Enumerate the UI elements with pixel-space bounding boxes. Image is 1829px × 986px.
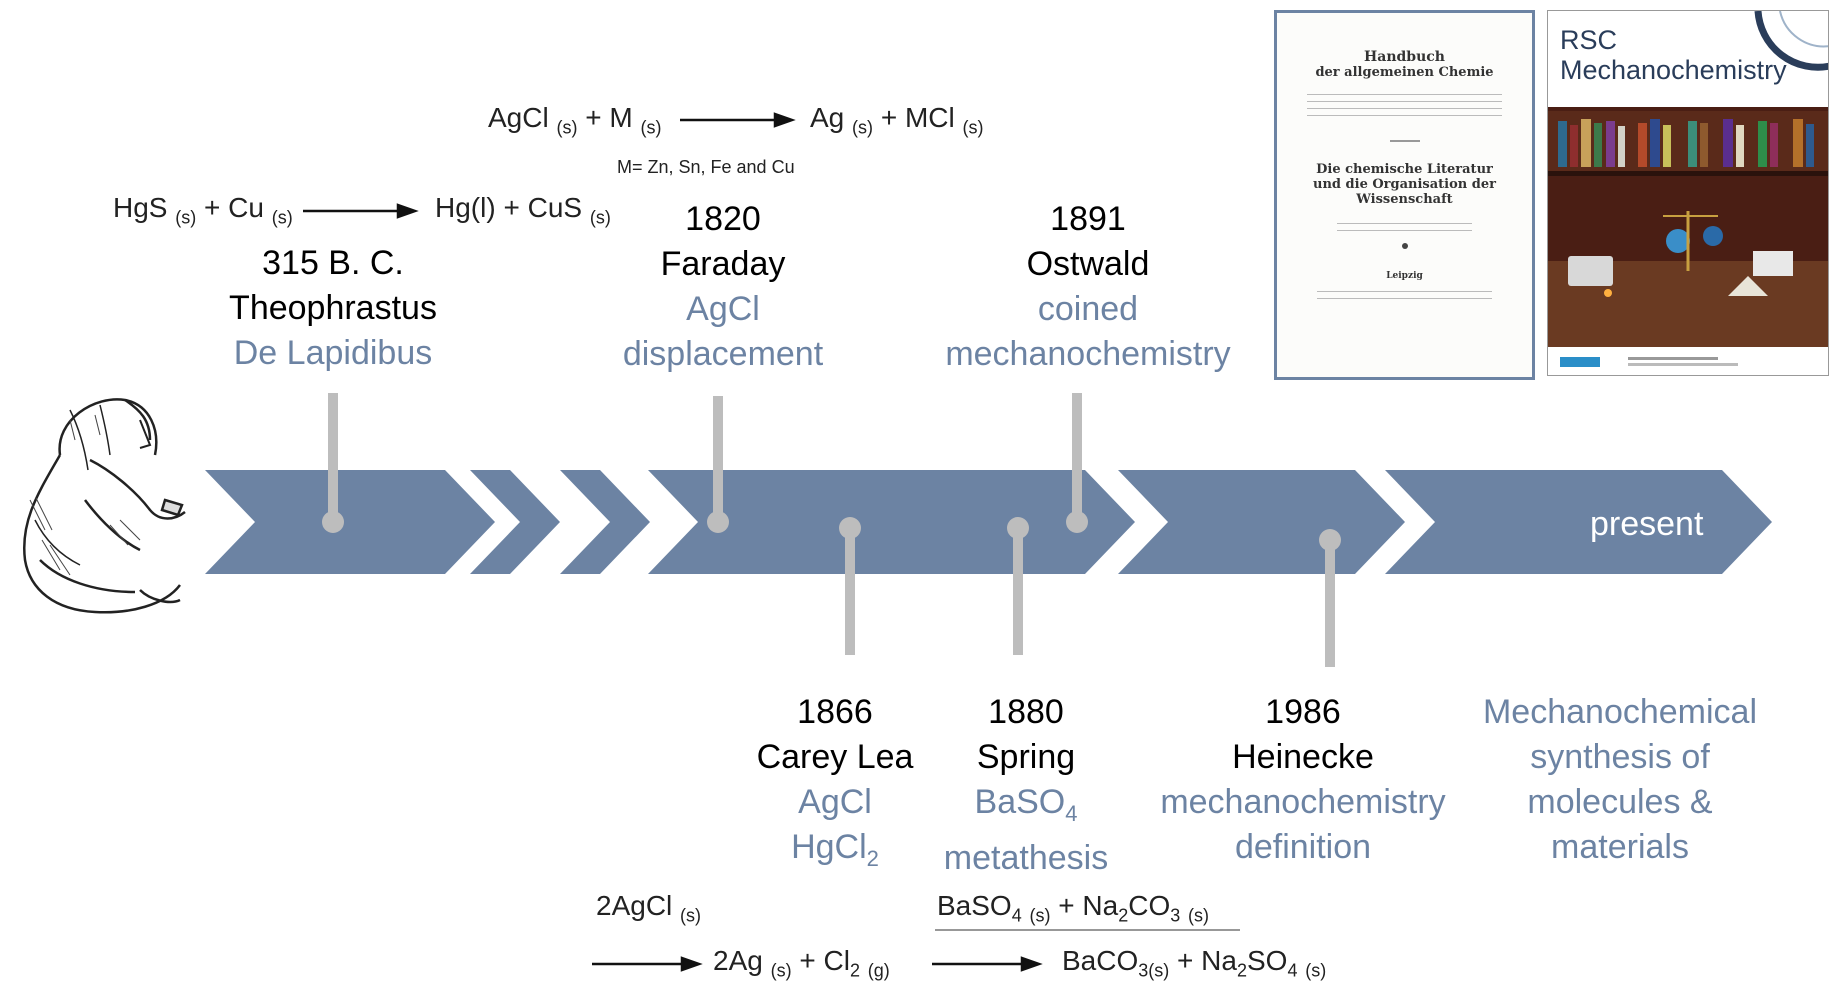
event-year: 315 B. C. [262, 244, 404, 282]
event-desc: metathesis [943, 838, 1109, 877]
equation-carey-reactant: 2AgCl (s) [596, 890, 702, 926]
book-place: Leipzig [1386, 271, 1423, 281]
book-fine-print [1307, 88, 1502, 122]
book-divider-mark [1389, 140, 1420, 142]
equation-agcl: AgCl (s) + M (s) [488, 102, 662, 138]
equation-spring-products: BaCO3(s) + Na2SO4 (s) [1062, 945, 1327, 981]
event-desc: displacement [622, 335, 824, 373]
event-year: 1880 [988, 693, 1064, 731]
event-desc: coined [1037, 290, 1139, 328]
dot-heinecke [1319, 529, 1341, 551]
event-spring: 1880 Spring BaSO4 metathesis [916, 690, 1136, 881]
event-year: 1820 [685, 200, 761, 238]
event-name: Ostwald [1026, 245, 1150, 283]
bookshelf-books [1558, 119, 1814, 167]
book-ornament [1401, 243, 1408, 249]
event-desc: definition [1234, 828, 1372, 866]
event-desc: synthesis of [1530, 738, 1710, 776]
journal-publisher: RSC [1560, 25, 1618, 55]
event-name: Carey Lea [756, 738, 914, 776]
book-cover-image: Handbuch der allgemeinen Chemie Die chem… [1274, 10, 1535, 380]
event-year: 1891 [1050, 200, 1126, 238]
journal-name: Mechanochemistry [1560, 55, 1787, 85]
event-name: Spring [976, 738, 1076, 776]
chevron-1 [205, 470, 495, 574]
event-desc-formula: HgCl2 [791, 828, 879, 871]
event-year: 1986 [1265, 693, 1341, 731]
book-subtitle: Die chemische Literatur [1316, 162, 1493, 177]
event-present: Mechanochemical synthesis of molecules &… [1460, 690, 1780, 870]
book-subtitle: und die Organisation der [1313, 177, 1496, 192]
equation-agcl-note: M= Zn, Sn, Fe and Cu [617, 157, 795, 177]
event-carey-lea: 1866 Carey Lea AgCl HgCl2 [715, 690, 955, 881]
event-name: Theophrastus [229, 289, 437, 327]
dot-faraday [707, 511, 729, 533]
equation-carey-products: 2Ag (s) + Cl2 (g) [713, 945, 890, 981]
figure-hatching [29, 414, 141, 576]
event-faraday: 1820 Faraday AgCl displacement [593, 197, 853, 377]
event-desc: AgCl [686, 290, 760, 328]
equation-hgs: HgS (s) + Cu (s) [113, 192, 293, 228]
journal-cover-image: RSC Mechanochemistry [1547, 10, 1829, 376]
event-heinecke: 1986 Heinecke mechanochemistry definitio… [1133, 690, 1473, 870]
book-title: der allgemeinen Chemie [1315, 65, 1494, 80]
dot-spring [1007, 517, 1029, 539]
chevron-2 [470, 470, 560, 574]
journal-title: RSC Mechanochemistry [1560, 25, 1787, 85]
book-fine-print [1317, 285, 1492, 301]
event-desc: Mechanochemical [1482, 693, 1758, 731]
event-desc-formula: BaSO4 [974, 783, 1078, 826]
chevron-5 [1118, 470, 1405, 574]
equation-arrows [303, 112, 1043, 972]
dot-carey-lea [839, 517, 861, 539]
event-desc: mechanochemistry [945, 335, 1231, 373]
event-desc: molecules & [1527, 783, 1713, 821]
event-desc: materials [1551, 828, 1689, 866]
chevron-6 [1385, 470, 1772, 574]
present-label: present [1590, 505, 1704, 543]
chevron-group [205, 470, 1772, 574]
book-subtitle: Wissenschaft [1356, 192, 1453, 207]
event-theophrastus: 315 B. C. Theophrastus De Lapidibus [213, 241, 453, 376]
dot-theophrastus [322, 511, 344, 533]
book-fine-print [1337, 217, 1472, 231]
stems [328, 393, 1335, 667]
journal-cover-art [1548, 11, 1828, 375]
event-name: Faraday [660, 245, 786, 283]
event-desc: De Lapidibus [233, 334, 433, 372]
dots [322, 511, 1341, 551]
event-desc: mechanochemistry [1160, 783, 1446, 821]
event-ostwald: 1891 Ostwald coined mechanochemistry [918, 197, 1258, 377]
crouching-figure [22, 398, 186, 614]
chevron-3 [560, 470, 650, 574]
equation-spring-reactants: BaSO4 (s) + Na2CO3 (s) [937, 890, 1210, 926]
book-title: Handbuch [1364, 49, 1445, 65]
event-desc: AgCl [798, 783, 872, 821]
equation-agcl-products: Ag (s) + MCl (s) [810, 102, 984, 138]
dot-ostwald [1066, 511, 1088, 533]
event-name: Heinecke [1232, 738, 1374, 776]
event-year: 1866 [797, 693, 873, 731]
equation-hgs-products: Hg(l) + CuS (s) [435, 192, 611, 228]
